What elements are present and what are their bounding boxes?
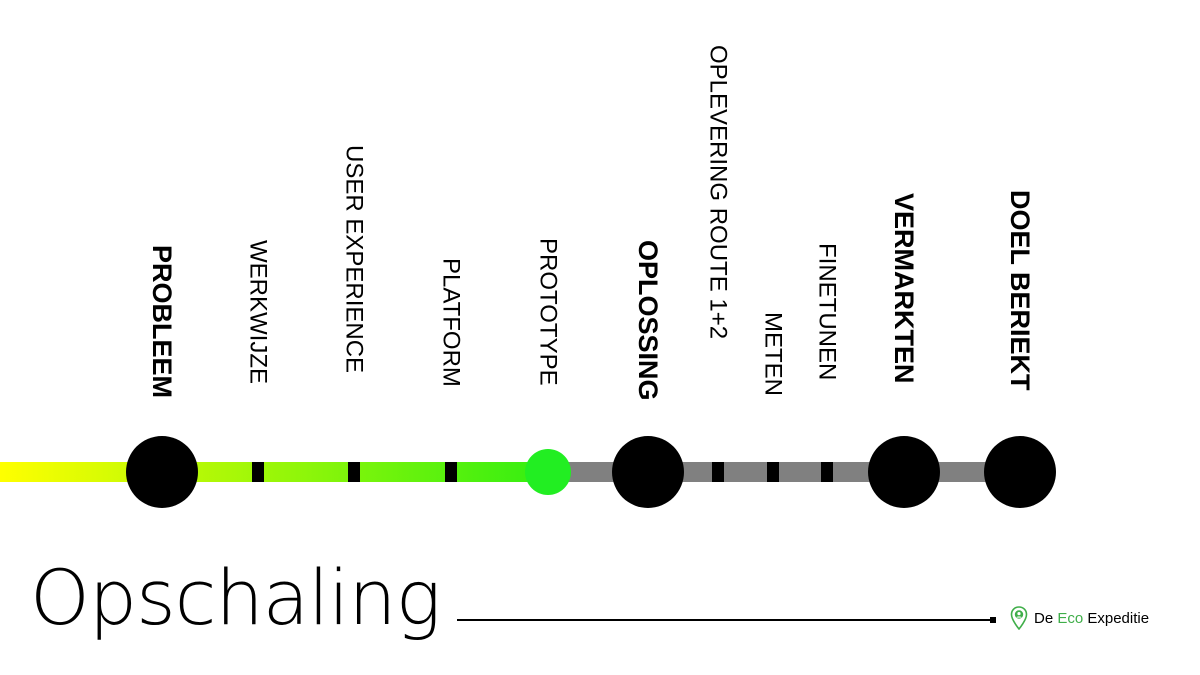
step-tick xyxy=(712,462,724,482)
step-tick xyxy=(445,462,457,482)
step-label: DOEL BERIEKT xyxy=(1005,190,1035,391)
milestone-marker xyxy=(126,436,198,508)
milestone-marker xyxy=(868,436,940,508)
timeline-track-progress xyxy=(0,462,548,482)
brand-name: De Eco Expeditie xyxy=(1034,609,1150,627)
footer-divider-end xyxy=(990,617,996,623)
milestone-marker xyxy=(984,436,1056,508)
roadmap-timeline: PROBLEEM WERKWIJZE USER EXPERIENCE PLATFORM… xyxy=(0,45,1056,508)
page-title: Opschaling xyxy=(30,553,441,642)
step-label: USER EXPERIENCE xyxy=(341,145,368,373)
step-tick xyxy=(767,462,779,482)
step-label: PLATFORM xyxy=(438,258,465,387)
location-pin-icon xyxy=(1010,606,1028,630)
brand-logo: De Eco Expeditie xyxy=(1010,606,1149,630)
step-label: OPLEVERING ROUTE 1+2 xyxy=(705,45,732,339)
step-tick xyxy=(348,462,360,482)
milestone-marker xyxy=(612,436,684,508)
step-tick xyxy=(821,462,833,482)
step-label: PROBLEEM xyxy=(147,245,177,398)
footer-divider xyxy=(457,619,992,621)
current-step-marker xyxy=(525,449,571,495)
step-label: OPLOSSING xyxy=(633,240,663,401)
step-label: METEN xyxy=(760,312,787,396)
step-label: VERMARKTEN xyxy=(889,193,919,384)
step-label: PROTOTYPE xyxy=(535,238,562,386)
step-label: WERKWIJZE xyxy=(245,240,272,384)
step-label: FINETUNEN xyxy=(814,243,841,380)
step-tick xyxy=(252,462,264,482)
